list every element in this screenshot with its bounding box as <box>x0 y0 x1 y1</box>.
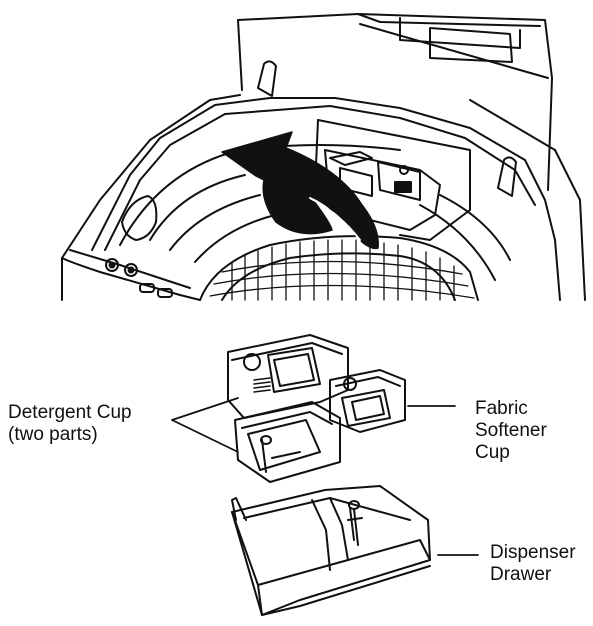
detergent-cup-base <box>235 402 340 482</box>
label-dispenser-drawer: Dispenser Drawer <box>490 542 576 586</box>
label-fabric-softener-line-3: Cup <box>475 442 547 464</box>
label-detergent-cup: Detergent Cup (two parts) <box>8 402 132 446</box>
label-fabric-softener-line-1: Fabric <box>475 398 547 420</box>
exploded-parts-illustration <box>172 335 478 615</box>
hinge-right <box>498 157 516 196</box>
label-dispenser-drawer-line-2: Drawer <box>490 564 576 586</box>
label-fabric-softener-cup: Fabric Softener Cup <box>475 398 547 464</box>
washer-top-illustration <box>62 14 585 300</box>
dispenser-drawer <box>232 486 430 615</box>
fabric-softener-cup <box>330 370 405 432</box>
label-detergent-cup-line-2: (two parts) <box>8 424 132 446</box>
hinge-left <box>258 61 276 96</box>
drum-mesh <box>210 240 474 300</box>
label-fabric-softener-line-2: Softener <box>475 420 547 442</box>
label-detergent-cup-line-1: Detergent Cup <box>8 402 132 424</box>
curved-up-arrow-icon <box>222 132 378 248</box>
leader-detergent <box>172 398 238 452</box>
tub-bump <box>122 196 156 240</box>
label-dispenser-drawer-line-1: Dispenser <box>490 542 576 564</box>
